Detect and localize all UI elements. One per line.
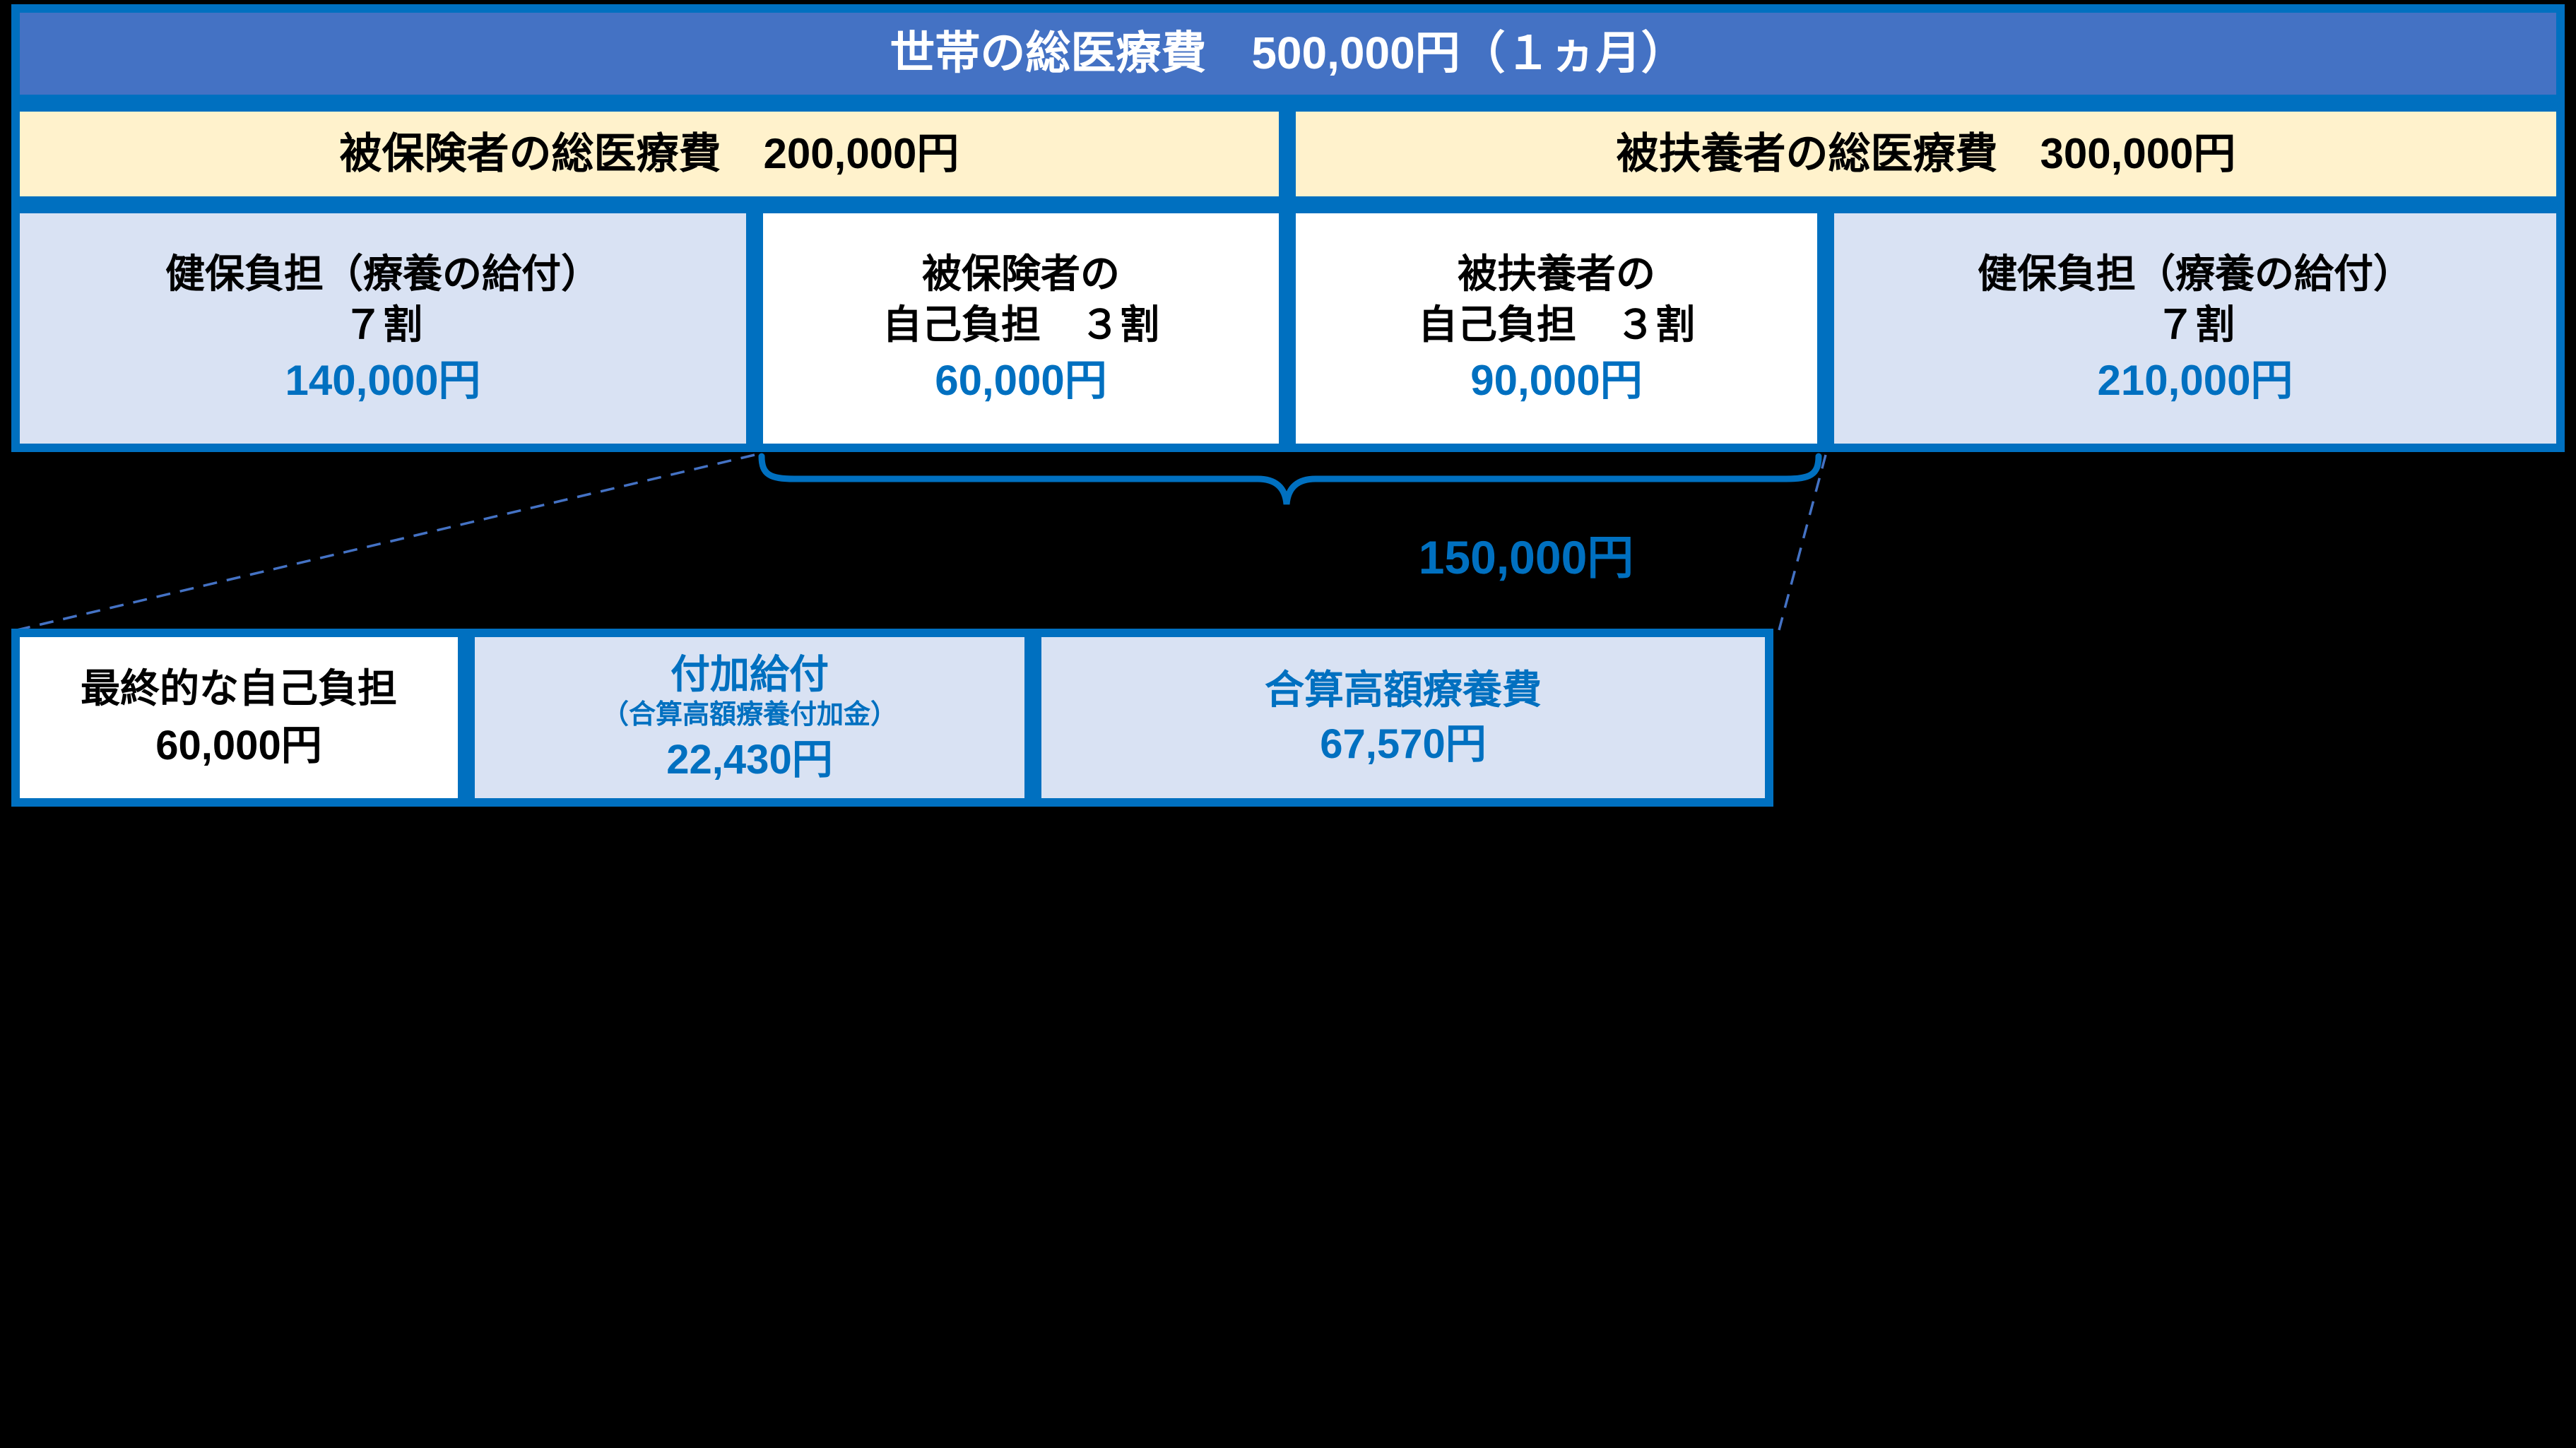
cell-title: 合算高額療養費 [1265, 667, 1542, 713]
cell-line: 健保負担（療養の給付） [1978, 251, 2413, 296]
cell-amount: 22,430円 [666, 736, 833, 783]
cell-line: 自己負担 ３割 [882, 302, 1159, 347]
cell-amount: 210,000円 [2097, 357, 2293, 405]
dependent-total-cost-label: 被扶養者の総医療費 300,000円 [1616, 129, 2236, 177]
dashed-connector-right [1778, 454, 1827, 631]
cell-line: 被扶養者の [1458, 251, 1655, 296]
dashed-connector-left [16, 453, 755, 631]
cell-amount: 60,000円 [155, 722, 322, 768]
household-total-cost-bar: 世帯の総医療費 500,000円（１ヵ月） [11, 4, 2565, 103]
cell-amount: 140,000円 [285, 357, 481, 405]
cell-line: 健保負担（療養の給付） [165, 251, 601, 296]
combined-self-pay-total-label: 150,000円 [1418, 531, 1634, 583]
dependent-total-cost-cell: 被扶養者の総医療費 300,000円 [1287, 103, 2565, 205]
final-self-pay-cell: 最終的な自己負担 60,000円 [11, 629, 466, 807]
insured-self-pay-cell: 被保険者の 自己負担 ３割 60,000円 [755, 205, 1287, 452]
insured-total-cost-cell: 被保険者の総医療費 200,000円 [11, 103, 1287, 205]
cell-line: 最終的な自己負担 [81, 666, 397, 711]
insured-insurer-benefit-cell: 健保負担（療養の給付） ７割 140,000円 [11, 205, 755, 452]
cell-line: ７割 [2156, 302, 2235, 347]
cell-line: 被保険者の [922, 251, 1120, 296]
supplementary-benefit-cell: 付加給付 （合算高額療養付加金） 22,430円 [466, 629, 1033, 807]
cell-amount: 90,000円 [1470, 357, 1643, 405]
combined-high-cost-benefit-cell: 合算高額療養費 67,570円 [1033, 629, 1773, 807]
cell-note: （合算高額療養付加金） [601, 699, 897, 730]
cell-line: 自己負担 ３割 [1418, 302, 1695, 347]
insured-total-cost-label: 被保険者の総医療費 200,000円 [339, 129, 959, 177]
cell-amount: 60,000円 [935, 357, 1107, 405]
cell-line: ７割 [343, 302, 423, 347]
cell-amount: 67,570円 [1320, 720, 1487, 767]
cell-title: 付加給付 [670, 652, 829, 697]
brace-icon [758, 453, 1822, 505]
dependent-insurer-benefit-cell: 健保負担（療養の給付） ７割 210,000円 [1826, 205, 2565, 452]
dependent-self-pay-cell: 被扶養者の 自己負担 ３割 90,000円 [1287, 205, 1826, 452]
household-total-cost-label: 世帯の総医療費 500,000円（１ヵ月） [890, 28, 1686, 79]
